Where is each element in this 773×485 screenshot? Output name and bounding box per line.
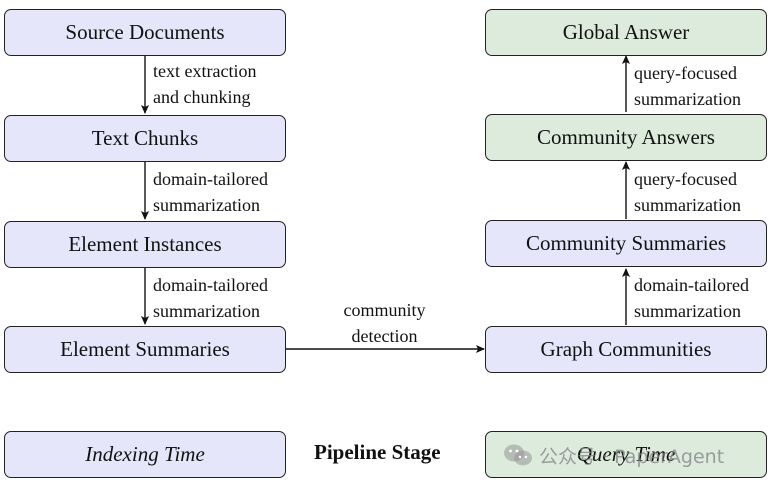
edge-label-line: summarization (153, 301, 260, 321)
edge-label-line: domain-tailored (634, 275, 749, 295)
legend-pipeline-stage: Pipeline Stage (314, 440, 441, 464)
wechat-icon (503, 443, 533, 467)
edge-label-line: query-focused (634, 169, 737, 189)
edge-label-domain-summarization: domain-tailored summarization (634, 272, 749, 324)
edge-label-line: summarization (634, 301, 741, 321)
watermark: 公众号 · PaperAgent (503, 440, 724, 470)
edge-label-line: text extraction (153, 61, 257, 81)
edge-label-line: domain-tailored (153, 169, 268, 189)
node-community-summaries: Community Summaries (485, 220, 767, 267)
edge-label-line: and chunking (153, 87, 251, 107)
node-element-summaries: Element Summaries (4, 326, 286, 373)
edge-label-line: domain-tailored (153, 275, 268, 295)
edge-label-summarization-2: domain-tailored summarization (153, 272, 268, 324)
node-global-answer: Global Answer (485, 9, 767, 56)
legend-indexing-time: Indexing Time (4, 431, 286, 478)
edge-label-line: query-focused (634, 63, 737, 83)
node-source-documents: Source Documents (4, 9, 286, 56)
watermark-text: 公众号 · PaperAgent (539, 445, 725, 468)
legend-query-time: Query Time (485, 431, 767, 478)
edge-label-summarization-1: domain-tailored summarization (153, 166, 268, 218)
edge-label-line: summarization (153, 195, 260, 215)
edge-label-line: detection (351, 326, 418, 346)
edge-label-community-detection: community detection (322, 297, 447, 349)
edge-label-line: summarization (634, 195, 741, 215)
edge-label-query-focused-2: query-focused summarization (634, 60, 741, 112)
edge-label-line: summarization (634, 89, 741, 109)
edge-label-query-focused-1: query-focused summarization (634, 166, 741, 218)
edge-label-extraction: text extraction and chunking (153, 58, 256, 110)
node-text-chunks: Text Chunks (4, 115, 286, 162)
node-community-answers: Community Answers (485, 114, 767, 161)
node-element-instances: Element Instances (4, 221, 286, 268)
node-graph-communities: Graph Communities (485, 326, 767, 373)
edge-label-line: community (343, 300, 426, 320)
